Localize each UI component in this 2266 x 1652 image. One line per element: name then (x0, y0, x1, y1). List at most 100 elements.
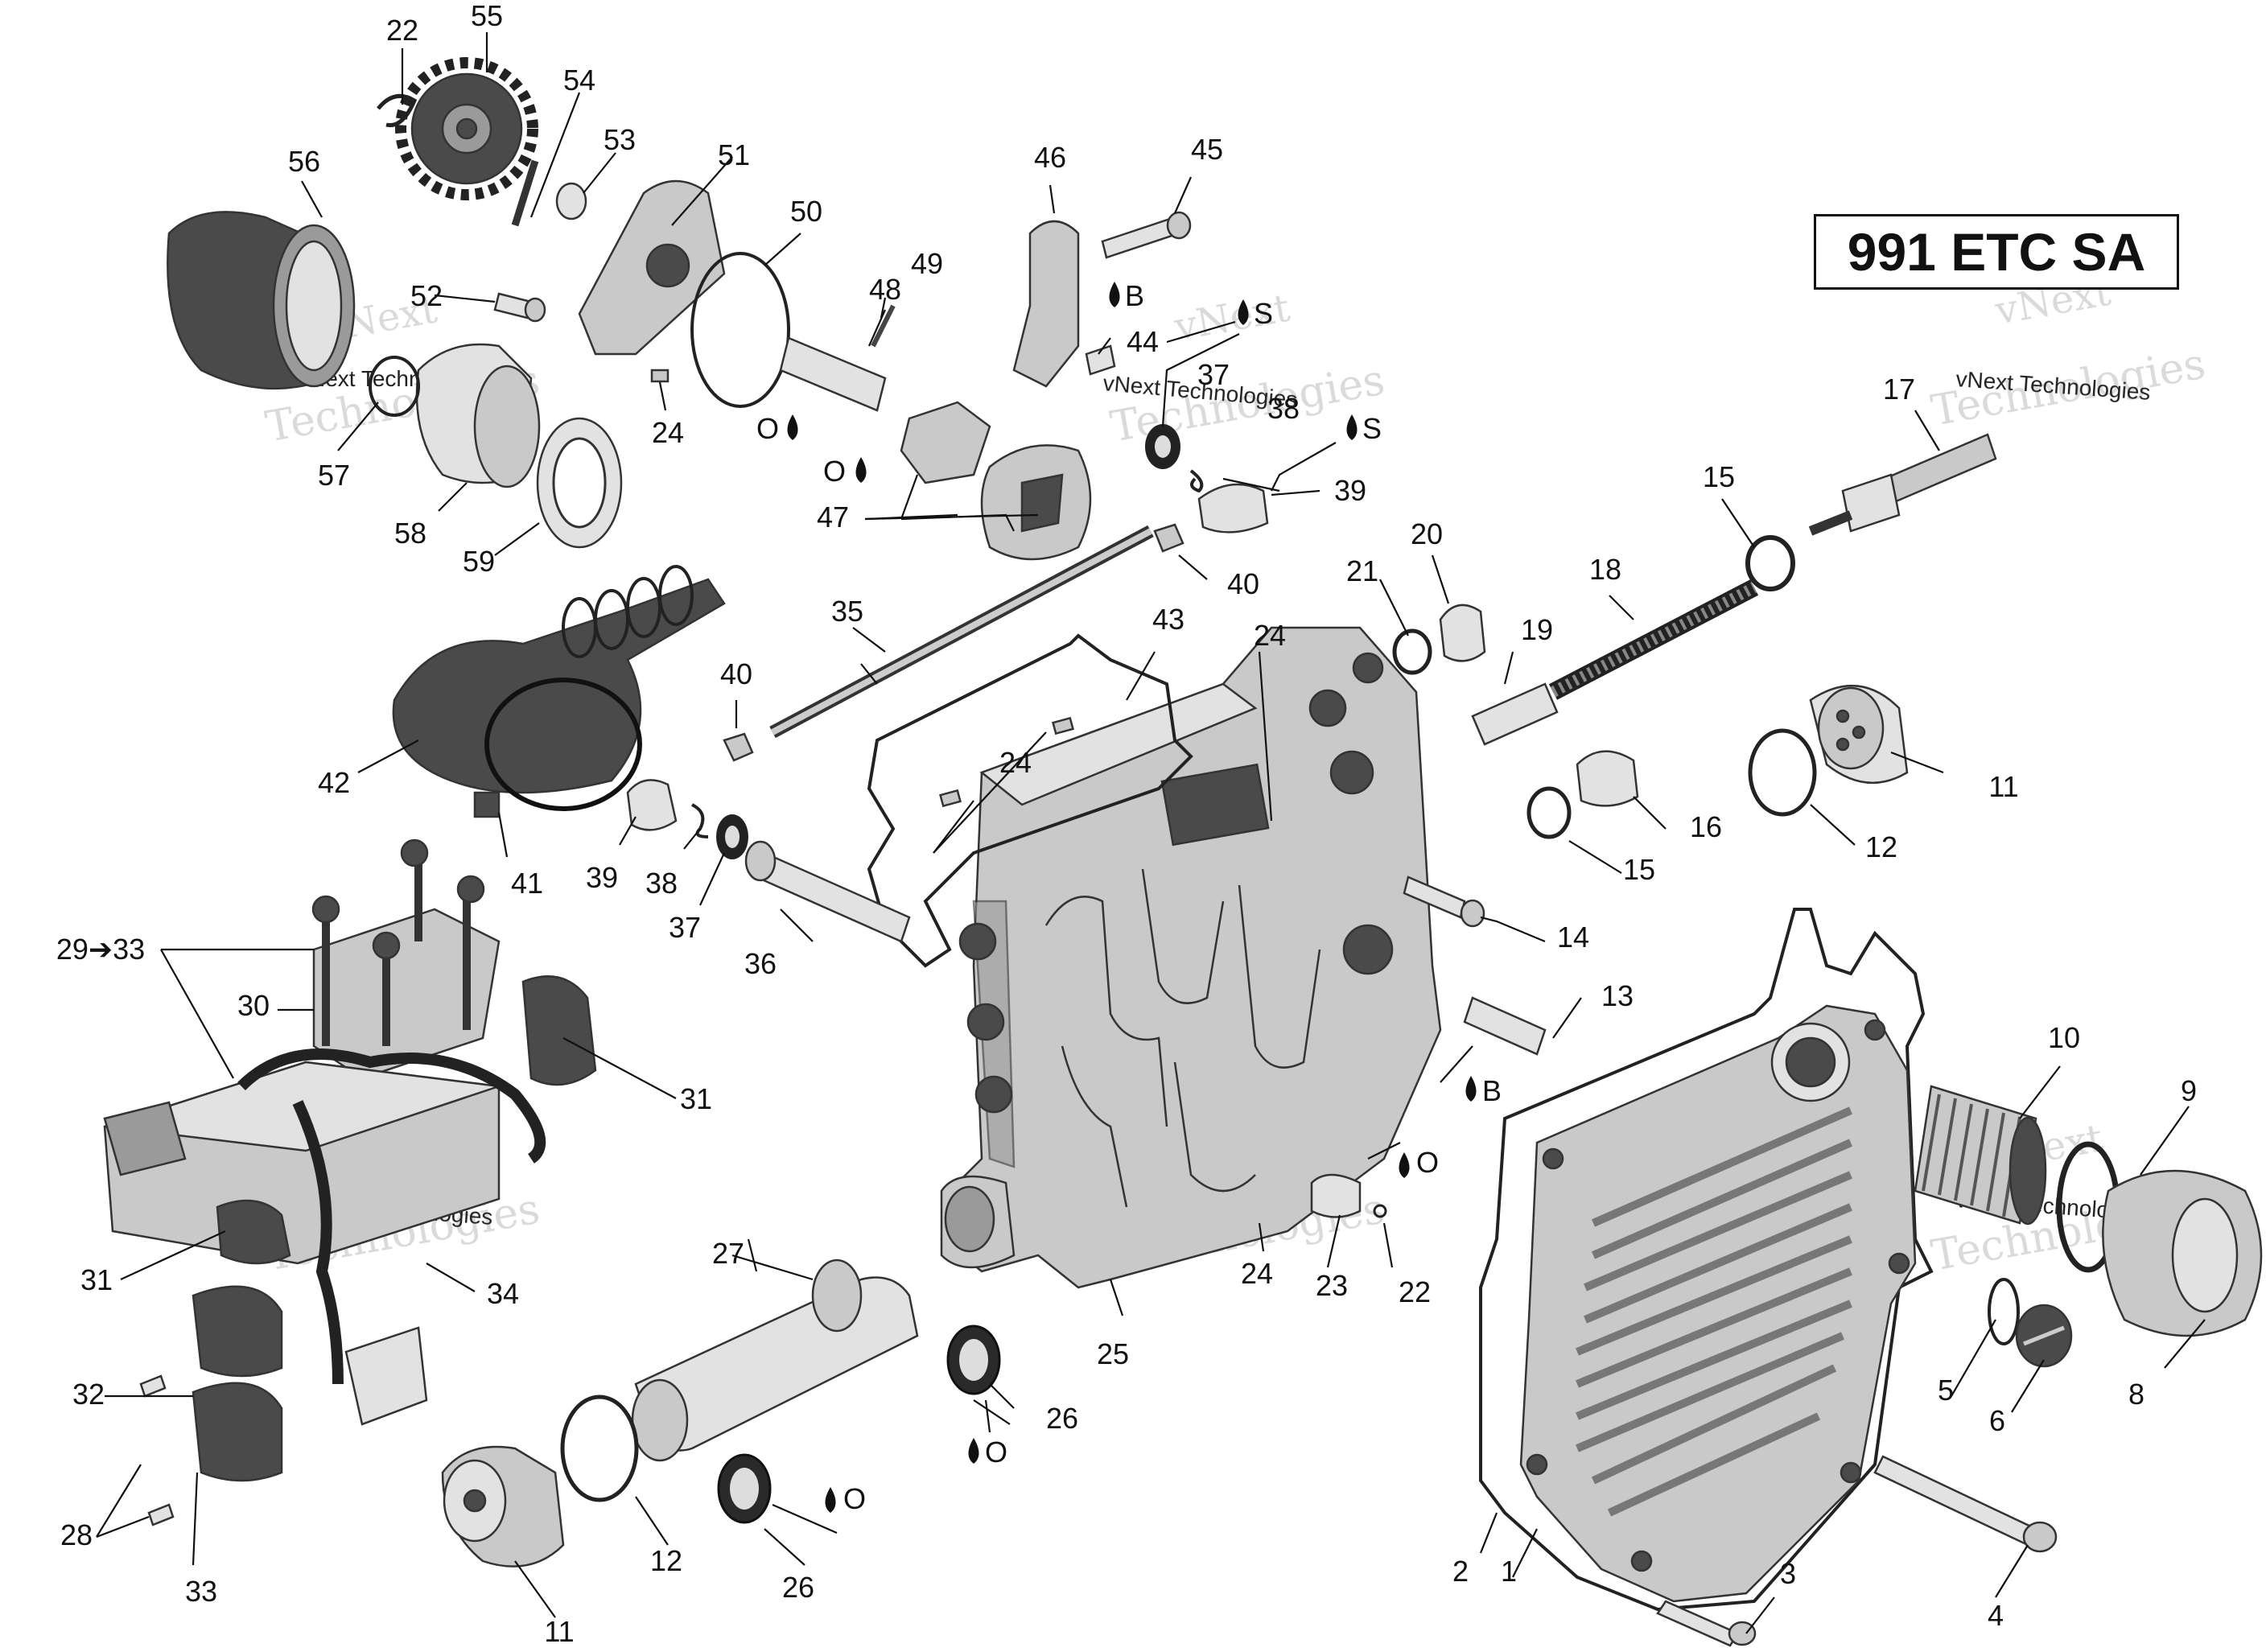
lube-letter: O (985, 1436, 1007, 1469)
callout-label: 12 (1865, 830, 1897, 863)
oil-filter (1914, 1085, 2047, 1226)
fitting-13 (1463, 996, 1547, 1056)
lube-marker-oil-47: O (823, 455, 867, 488)
callout-label: 24 (1254, 619, 1286, 652)
valve-body (867, 626, 1442, 1289)
lube-marker-oil-26-upper: O (968, 1436, 1007, 1469)
lube-marker-sealant-right: S (1346, 412, 1382, 445)
bushing-39-left (626, 779, 678, 831)
oil-drop-icon (855, 457, 867, 483)
drain-plug-oring (1988, 1278, 2020, 1345)
washer-53 (555, 182, 587, 220)
callout-label: 39 (586, 861, 618, 894)
lube-letter: O (1416, 1146, 1439, 1179)
shaft-36 (744, 840, 911, 943)
bolt-4 (1873, 1455, 2058, 1553)
callout-label: 47 (817, 501, 849, 534)
plug-20 (1439, 604, 1486, 662)
pin-49 (871, 304, 896, 348)
callout-label: 33 (185, 1575, 217, 1608)
callout-label: 24 (652, 416, 684, 449)
callout-label: 4 (1988, 1599, 2004, 1632)
lube-letter: S (1362, 412, 1382, 445)
filter-cap (2102, 1169, 2263, 1337)
callout-label: 28 (60, 1518, 93, 1551)
callout-label: 22 (386, 14, 418, 47)
callout-label: 56 (288, 145, 320, 178)
lube-letter: B (1482, 1074, 1502, 1107)
oil-drop-icon (1238, 299, 1249, 325)
clip-57 (369, 356, 420, 417)
callout-label: 3 (1780, 1557, 1796, 1590)
callout-label: 34 (487, 1277, 519, 1310)
callout-label: 39 (1334, 474, 1366, 507)
callout-label: 14 (1557, 921, 1589, 954)
callout-label: 37 (669, 911, 701, 944)
callout-label: 26 (1046, 1402, 1078, 1435)
valve-cover (1479, 908, 1934, 1612)
callout-label: 31 (80, 1263, 113, 1296)
lube-letter: O (756, 412, 779, 445)
callout-label: 13 (1601, 979, 1634, 1012)
oil-drop-icon (1399, 1152, 1410, 1178)
callout-label: 9 (2181, 1074, 2197, 1107)
washer-59 (536, 417, 623, 549)
callout-label: 30 (237, 989, 270, 1022)
lube-letter: B (1125, 279, 1144, 312)
pin-24-center (939, 716, 1074, 808)
lube-marker-bearing-top: B (1109, 279, 1144, 312)
seal-37-top (1145, 424, 1180, 469)
lube-marker-oil-23: O (1399, 1146, 1439, 1179)
oring-15-top (1745, 535, 1795, 591)
callout-label: 35 (831, 595, 863, 628)
plug-11-right (1809, 685, 1909, 785)
callout-label: 57 (318, 459, 350, 492)
shaft-48 (779, 336, 887, 412)
callout-label: 50 (790, 195, 822, 228)
boot-42 (392, 565, 726, 794)
pin-54 (511, 159, 539, 227)
pin-22-bottom (1373, 1204, 1387, 1218)
callout-label: 54 (563, 64, 595, 97)
oring-50 (690, 252, 790, 408)
callout-label: 22 (1399, 1275, 1431, 1308)
gear-55 (395, 57, 538, 200)
callout-label: 25 (1097, 1337, 1129, 1370)
callout-label: 46 (1034, 141, 1066, 174)
callout-label: 5 (1938, 1374, 1954, 1407)
callout-label: 43 (1152, 603, 1184, 636)
oil-drop-icon (825, 1487, 836, 1513)
bushing-39-top (1197, 483, 1269, 534)
oil-drop-icon (1346, 414, 1358, 440)
callout-label: 19 (1521, 613, 1553, 646)
oil-drop-icon (1465, 1076, 1477, 1102)
shaft-35 (769, 525, 1154, 739)
lever-46 (1012, 220, 1080, 388)
callout-label: 45 (1191, 133, 1223, 166)
callout-label: 27 (712, 1237, 744, 1270)
callout-label: 52 (410, 279, 443, 312)
callout-label: 41 (511, 867, 543, 900)
lube-marker-sealant-top: S (1238, 297, 1273, 330)
lubricant-markers: B S S O O B O (756, 279, 1502, 1515)
nut-40-left (723, 732, 754, 762)
callout-label: 44 (1127, 325, 1159, 358)
callout-label: 40 (720, 657, 752, 690)
diagram-code-box: 991 ETC SA (1814, 214, 2179, 290)
bolt-45 (1101, 211, 1192, 259)
bolt-14 (1403, 875, 1485, 928)
bolt-3 (1656, 1600, 1757, 1647)
pin-24-top (650, 369, 670, 383)
callout-label: 17 (1883, 373, 1915, 406)
pump-cover-51 (578, 179, 726, 356)
callout-label: 42 (318, 766, 350, 799)
callout-label: 16 (1690, 810, 1722, 843)
oring-21 (1392, 628, 1432, 675)
bushing-23 (1310, 1173, 1362, 1218)
oil-drop-icon (787, 414, 798, 440)
clip-38-top (1189, 469, 1204, 493)
callout-label: 8 (2128, 1378, 2144, 1411)
drain-plug (2015, 1304, 2073, 1368)
